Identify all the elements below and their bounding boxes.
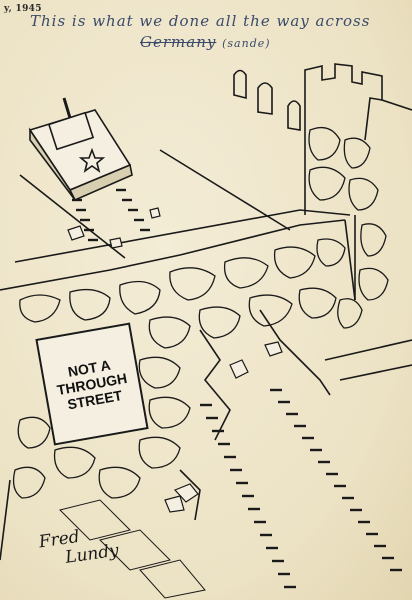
star-icon bbox=[78, 147, 106, 173]
tank-icon bbox=[28, 97, 133, 202]
tank-tracks bbox=[72, 188, 402, 589]
date-stamp: y, 1945 bbox=[4, 4, 42, 14]
handwritten-caption-line2: Germany (sande) bbox=[140, 33, 271, 51]
stone-pattern bbox=[12, 126, 389, 499]
crossed-word: Germany bbox=[140, 33, 217, 51]
rubble bbox=[67, 207, 283, 513]
small-note: (sande) bbox=[222, 37, 271, 50]
road-sign: NOT A THROUGH STREET bbox=[35, 322, 149, 446]
handwritten-caption: This is what we done all the way across bbox=[30, 12, 371, 30]
